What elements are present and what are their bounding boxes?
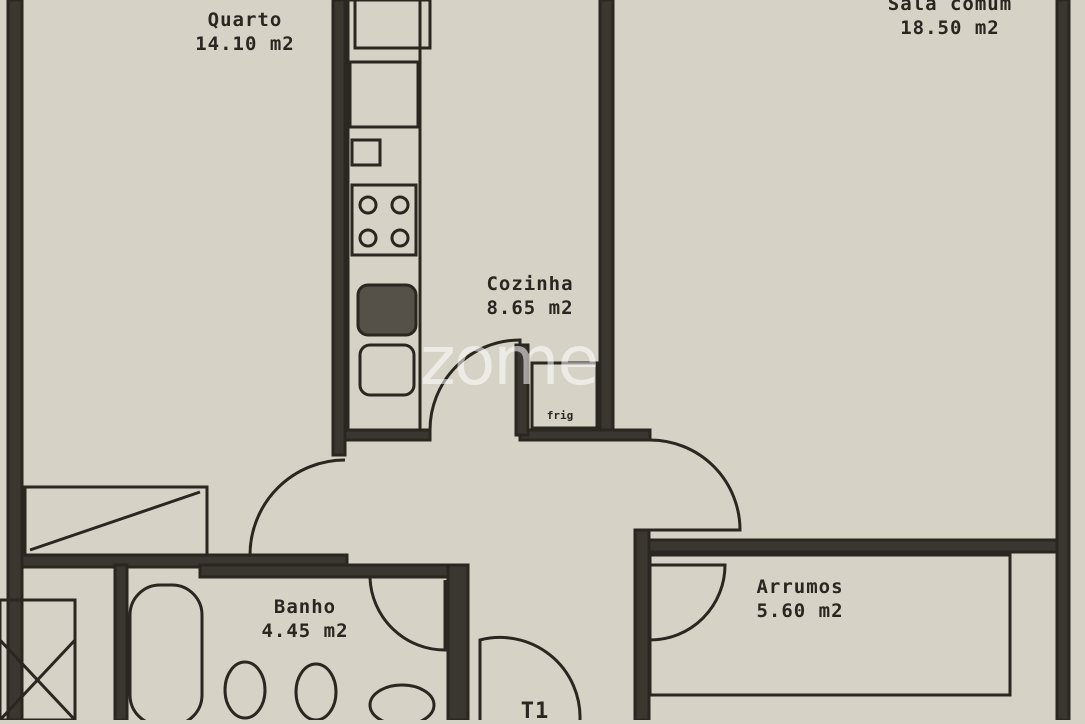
- room-label-arrumos: Arrumos 5.60 m2: [730, 575, 870, 623]
- room-label-quarto: Quarto 14.10 m2: [170, 8, 320, 56]
- wall-bath-right: [446, 563, 470, 720]
- room-label-cozinha: Cozinha 8.65 m2: [460, 272, 600, 320]
- wall-left: [6, 0, 24, 720]
- fridge-label: frig: [546, 409, 574, 422]
- door-quarto: [248, 458, 346, 557]
- door-arrumos: [649, 563, 727, 642]
- room-label-sala: Sala comum 18.50 m2: [850, 0, 1050, 40]
- wall-kitchen-bottom-right: [518, 428, 652, 442]
- room-area: 4.45 m2: [261, 620, 349, 642]
- room-name: Quarto: [207, 9, 283, 31]
- stair-area: [0, 598, 77, 720]
- door-kitchen: [428, 338, 522, 431]
- arrumos-shelf: [648, 553, 1012, 697]
- unit-type-label: T1: [520, 699, 550, 724]
- sink-top: [353, 0, 432, 50]
- fridge: [530, 361, 599, 430]
- wall-fridge-left: [514, 343, 530, 437]
- bathtub: [128, 583, 204, 720]
- watermark-logo: zome: [420, 322, 599, 401]
- wall-kitchen-bottom-left: [343, 428, 432, 442]
- room-label-banho: Banho 4.45 m2: [235, 595, 375, 643]
- wall-bath-top: [198, 563, 457, 579]
- toilet: [223, 660, 267, 720]
- room-area: 5.60 m2: [756, 600, 844, 622]
- wall-quarto-kitchen: [331, 0, 347, 457]
- wall-arrumos-left: [633, 528, 651, 720]
- room-name: Arrumos: [756, 576, 844, 598]
- door-sala: [649, 438, 742, 532]
- door-banho: [368, 577, 447, 652]
- wall-kitchen-sala: [598, 0, 615, 432]
- room-area: 14.10 m2: [195, 33, 295, 55]
- wall-right: [1055, 0, 1071, 720]
- wall-bath-left: [113, 563, 129, 720]
- sink-icon: [356, 283, 418, 397]
- door-entrance: [478, 635, 582, 720]
- room-name: Sala comum: [887, 0, 1013, 15]
- room-name: Cozinha: [486, 273, 574, 295]
- bidet: [294, 662, 338, 720]
- stove-icon: [350, 183, 418, 257]
- room-name: Banho: [273, 596, 337, 618]
- cabinet: [348, 60, 420, 129]
- wall-arrumos-top: [633, 538, 1059, 554]
- room-area: 18.50 m2: [900, 17, 1000, 39]
- room-area: 8.65 m2: [486, 297, 574, 319]
- small-appliance: [350, 138, 382, 167]
- washbasin: [368, 683, 436, 720]
